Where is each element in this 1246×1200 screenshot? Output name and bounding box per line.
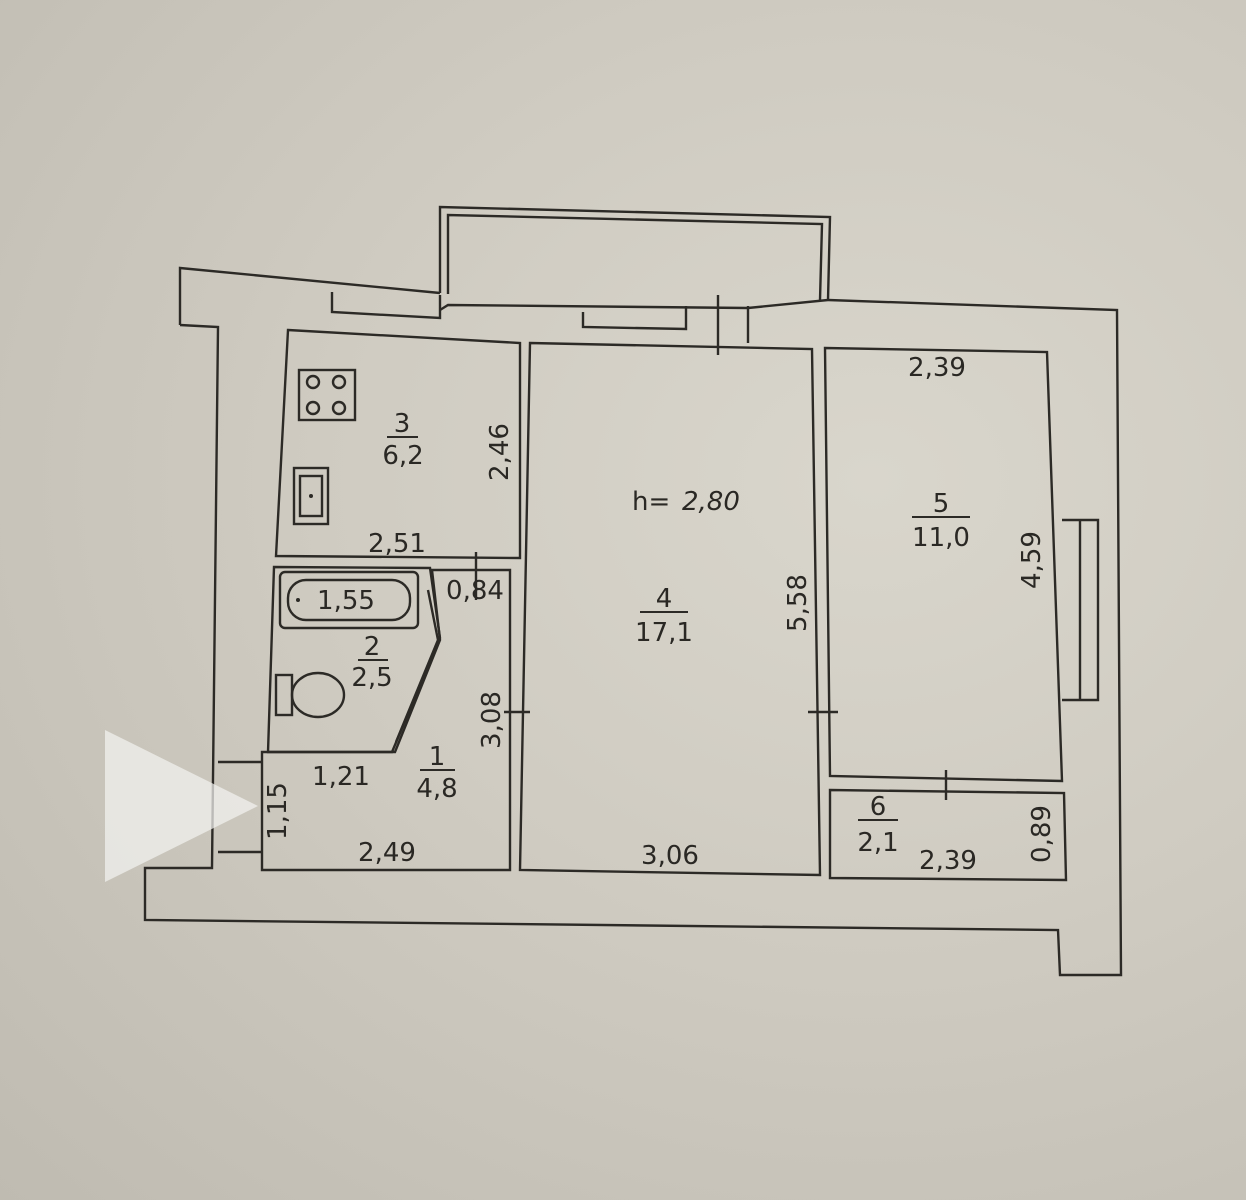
dim-kitchen-width: 2,51 <box>368 529 426 559</box>
room-3-area: 6,2 <box>382 441 423 471</box>
stove-icon <box>297 368 357 422</box>
bathroom-partition <box>394 589 440 743</box>
sink-icon <box>292 466 330 526</box>
bathtub-icon <box>278 570 420 630</box>
room-3-kitchen-outline <box>274 328 522 560</box>
dim-hall-width-top: 1,21 <box>312 762 370 792</box>
room-4-area: 17,1 <box>635 618 693 648</box>
toilet-icon <box>274 671 346 719</box>
dim-closet-width: 2,39 <box>919 846 977 876</box>
dim-bedroom-width: 2,39 <box>908 353 966 383</box>
dim-hall-height: 3,08 <box>477 691 507 749</box>
dim-living-height: 5,58 <box>783 574 813 632</box>
room-1-number: 1 <box>429 742 446 772</box>
hall-door-marks <box>474 552 530 714</box>
dim-corridor-width: 0,84 <box>446 576 504 606</box>
room-5-bedroom-outline <box>823 346 1064 783</box>
dim-hall-side: 1,15 <box>263 782 293 840</box>
room-6-area: 2,1 <box>857 828 898 858</box>
entrance-door-jamb <box>218 760 262 854</box>
dim-bathtub-length: 1,55 <box>317 586 375 616</box>
room-6-closet-outline <box>828 788 1068 882</box>
room-4-living-outline <box>518 341 822 877</box>
room-2-area: 2,5 <box>351 663 392 693</box>
room-1-hall-outline <box>260 568 512 872</box>
dim-living-width: 3,06 <box>641 841 699 871</box>
dim-bedroom-height: 4,59 <box>1017 531 1047 589</box>
room-5-area: 11,0 <box>912 523 970 553</box>
room-2-number: 2 <box>364 632 381 662</box>
room-3-number: 3 <box>394 409 411 439</box>
room-5-number: 5 <box>933 489 950 519</box>
dim-closet-depth: 0,89 <box>1027 805 1057 863</box>
play-icon[interactable] <box>105 730 258 882</box>
room-1-area: 4,8 <box>416 774 457 804</box>
balcony <box>438 205 832 301</box>
room-4-number: 4 <box>656 584 673 614</box>
ceiling-height-value: 2,80 <box>682 487 740 517</box>
dim-hall-width: 2,49 <box>358 838 416 868</box>
room-6-number: 6 <box>870 792 887 822</box>
outer-walls <box>143 266 1123 977</box>
ceiling-height-label: h= <box>632 487 670 517</box>
dim-kitchen-height: 2,46 <box>485 423 515 481</box>
